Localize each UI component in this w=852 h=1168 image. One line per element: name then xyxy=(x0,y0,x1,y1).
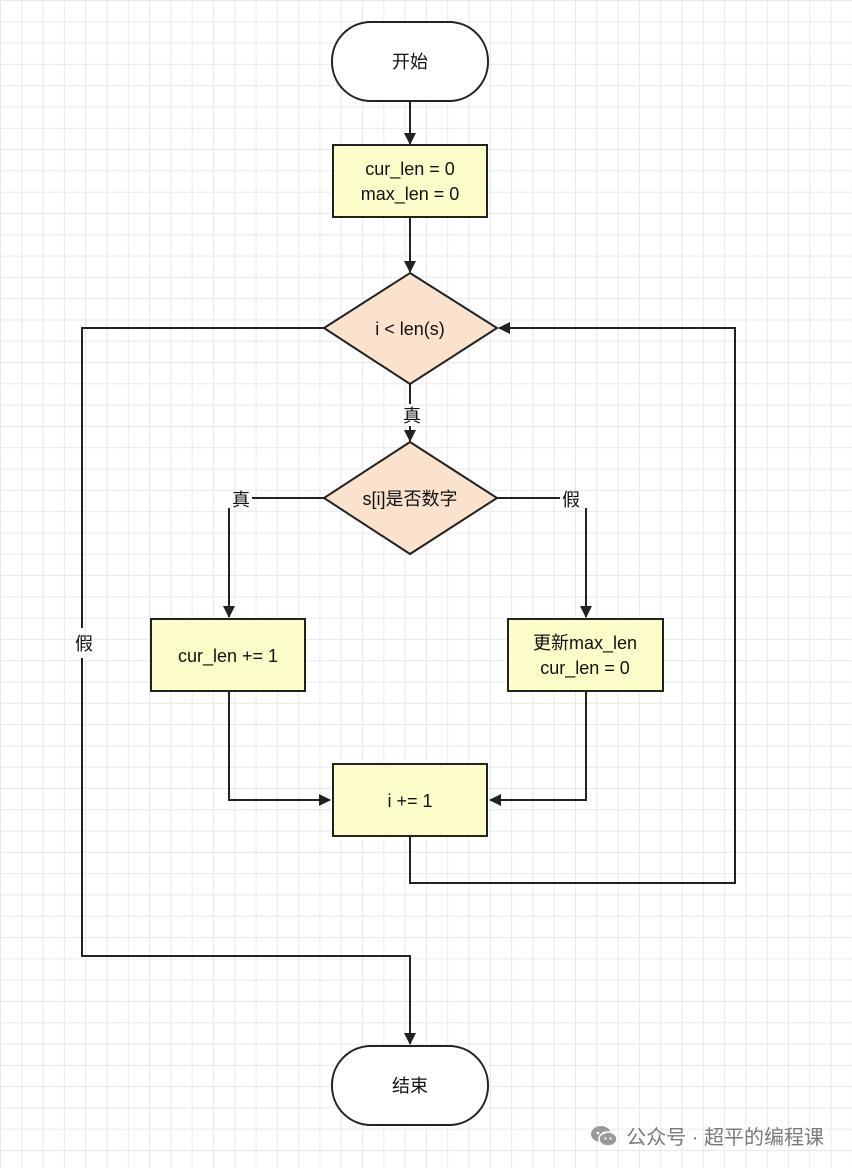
loop-true-label: 真 xyxy=(403,406,421,426)
edge-loop-false-top xyxy=(81,327,324,628)
watermark-text: 公众号 · 超平的编程课 xyxy=(626,1127,824,1149)
increment-i-label: i += 1 xyxy=(387,791,432,811)
loop-condition-node: i < len(s) xyxy=(322,271,499,386)
reset-line-2: cur_len = 0 xyxy=(540,658,630,679)
watermark: 公众号 · 超平的编程课 xyxy=(590,1121,824,1150)
digit-check-label: s[i]是否数字 xyxy=(362,489,457,509)
reset-node: 更新max_len cur_len = 0 xyxy=(507,618,664,692)
digit-check-node: s[i]是否数字 xyxy=(322,440,499,556)
increment-cur-label: cur_len += 1 xyxy=(178,646,278,667)
start-label: 开始 xyxy=(392,52,428,72)
start-node: 开始 xyxy=(331,21,489,102)
digit-false-label: 假 xyxy=(562,490,580,510)
wechat-icon xyxy=(591,1125,618,1147)
end-label: 结束 xyxy=(392,1076,428,1096)
edge-loop-back xyxy=(409,322,736,884)
init-node: cur_len = 0 max_len = 0 xyxy=(332,144,488,218)
end-node: 结束 xyxy=(331,1045,489,1126)
init-line-1: cur_len = 0 xyxy=(365,159,455,180)
edge-loop-false-bottom xyxy=(81,658,416,1045)
reset-line-1: 更新max_len xyxy=(533,633,637,654)
edge-cur-to-inc xyxy=(228,691,331,806)
loop-condition-label: i < len(s) xyxy=(375,319,445,339)
increment-cur-node: cur_len += 1 xyxy=(150,618,306,692)
increment-i-node: i += 1 xyxy=(332,763,488,837)
digit-true-label: 真 xyxy=(232,490,250,510)
edge-reset-to-inc xyxy=(489,691,587,806)
loop-false-label: 假 xyxy=(75,634,93,654)
init-line-2: max_len = 0 xyxy=(361,184,460,205)
